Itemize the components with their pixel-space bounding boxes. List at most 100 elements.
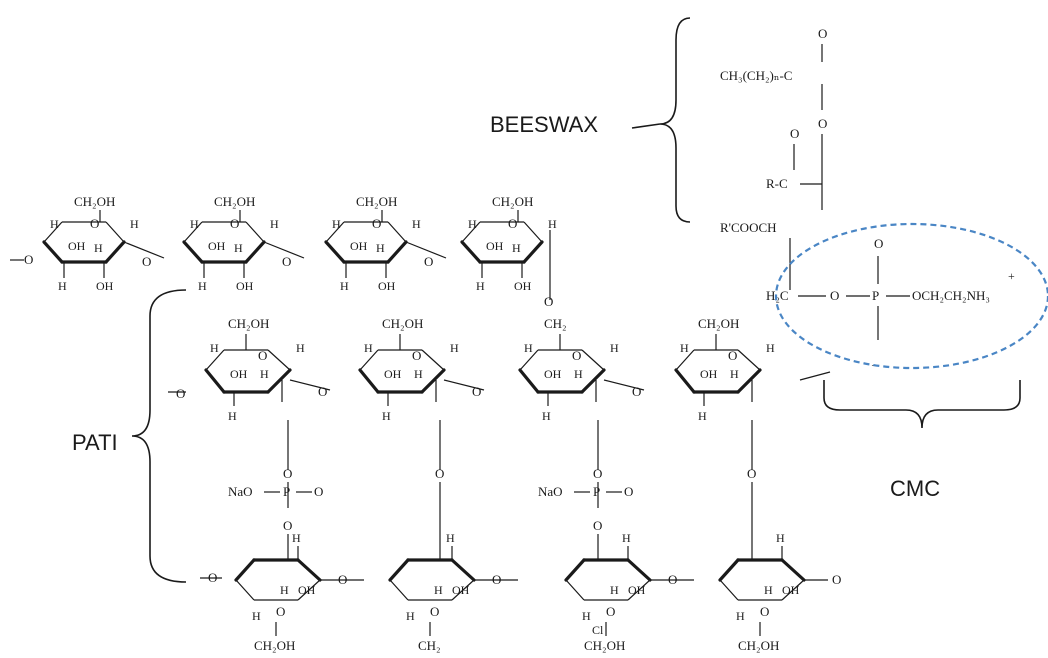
bot-ring-1-h: H bbox=[446, 531, 455, 545]
mid-ring-0-bond bbox=[204, 368, 226, 394]
crosslink-o: O bbox=[747, 466, 756, 481]
beeswax-pointer bbox=[631, 123, 661, 129]
mid-ring-2-bond bbox=[581, 349, 605, 371]
phosphate-p: P bbox=[283, 484, 290, 499]
top-ring-0-ch2oh: CH₂OH bbox=[74, 194, 115, 209]
mid-ring-1-h: H bbox=[414, 367, 423, 381]
pati-brace bbox=[131, 289, 187, 583]
bot-ring-2-bond bbox=[627, 579, 651, 601]
mid-ring-1-bond bbox=[358, 368, 380, 394]
phosphate-o: O bbox=[624, 484, 633, 499]
cmc-label: CMC bbox=[890, 476, 940, 501]
top-ring-0-h: H bbox=[94, 241, 103, 255]
bot-ring-3-h: H bbox=[764, 583, 773, 597]
mid-ring-2-h: H bbox=[524, 341, 533, 355]
cmc-highlight-ellipse bbox=[774, 222, 1048, 370]
acyl-r-c: R-C bbox=[766, 176, 788, 191]
mid-ring-3-oh: OH bbox=[700, 367, 718, 381]
ester-o: O bbox=[818, 26, 827, 41]
top-ring-0-bond bbox=[43, 221, 63, 243]
top-ring-2-bond bbox=[387, 221, 407, 243]
cmc-minus: – bbox=[871, 357, 879, 371]
mid-ring-3-h: H bbox=[766, 341, 775, 355]
mid-ring-0-bond bbox=[267, 349, 291, 371]
mid-ring-3-bond bbox=[674, 368, 696, 394]
mid-ring-3-bond bbox=[675, 349, 695, 371]
top-ring-3-bond bbox=[460, 240, 482, 264]
top-glycosidic-o: O bbox=[424, 254, 433, 269]
mid-ring-3-o: O bbox=[728, 348, 737, 363]
glycosidic-bond bbox=[603, 379, 645, 391]
top-ring-1-bond bbox=[244, 240, 266, 264]
mid-ring-2-bond bbox=[518, 368, 540, 394]
top-ring-3-oh: OH bbox=[486, 239, 504, 253]
cmc-bond bbox=[799, 371, 831, 381]
top-ring-3-h: H bbox=[468, 217, 477, 231]
bot-ring-3-h: H bbox=[736, 609, 745, 623]
crosslink-o: O bbox=[435, 466, 444, 481]
bot-ring-3-bond bbox=[718, 558, 740, 582]
top-ring-1-oh: OH bbox=[236, 279, 254, 293]
bot-ring-3-h: H bbox=[776, 531, 785, 545]
bot-ring-1-bond bbox=[450, 558, 476, 582]
beeswax-brace bbox=[659, 17, 691, 223]
top-ring-1-h: H bbox=[270, 217, 279, 231]
top-ring-0-h: H bbox=[58, 279, 67, 293]
mid-ring-2-o: O bbox=[572, 348, 581, 363]
bottom-glycosidic-o: O bbox=[668, 572, 677, 587]
bot-ring-0-h: H bbox=[280, 583, 289, 597]
top-ring-2-oh: OH bbox=[350, 239, 368, 253]
bot-ring-1-bond bbox=[389, 579, 409, 601]
bot-ring-2-bond bbox=[565, 579, 585, 601]
phosphate-o: O bbox=[314, 484, 323, 499]
bot-ring-0-h: H bbox=[252, 609, 261, 623]
top-ring-1-h: H bbox=[198, 279, 207, 293]
mid-ring-0-ch2oh: CH₂OH bbox=[228, 316, 269, 331]
bottom-end-o: O bbox=[832, 572, 841, 587]
mid-glycosidic-o: O bbox=[318, 384, 327, 399]
mid-ring-2-h: H bbox=[610, 341, 619, 355]
glycosidic-bond bbox=[123, 241, 165, 259]
mid-ring-3-h: H bbox=[698, 409, 707, 423]
bot-ring-3-bond bbox=[719, 579, 739, 601]
top-ring-2-bond bbox=[325, 221, 345, 243]
glycosidic-bond bbox=[405, 241, 447, 259]
top-ring-3-h: H bbox=[548, 217, 557, 231]
bot-ring-3-o: O bbox=[760, 604, 769, 619]
bot-ring-2-h: H bbox=[622, 531, 631, 545]
top-ring-2-bond bbox=[386, 240, 408, 264]
bot-ring-0-bond bbox=[235, 579, 255, 601]
top-ring-2-oh: OH bbox=[378, 279, 396, 293]
top-ring-0-bond bbox=[104, 240, 126, 264]
bottom-chain-o: O bbox=[208, 570, 217, 585]
top-ring-0-oh: OH bbox=[68, 239, 86, 253]
mid-glycosidic-o: O bbox=[632, 384, 641, 399]
phosphate-nao: NaO bbox=[538, 484, 563, 499]
top-ring-2-h: H bbox=[412, 217, 421, 231]
bot-ring-2-bond bbox=[564, 558, 586, 582]
mid-ring-0-h: H bbox=[296, 341, 305, 355]
top-glycosidic-o: O bbox=[282, 254, 291, 269]
top-ring-3-h: H bbox=[476, 279, 485, 293]
cmc-p: P bbox=[872, 288, 879, 303]
bot-ring-2-o: O bbox=[606, 604, 615, 619]
top-ring-3-o: O bbox=[508, 216, 517, 231]
top-ring-1-bond bbox=[182, 240, 204, 264]
mid-ring-1-h: H bbox=[450, 341, 459, 355]
top-ring-2-ch2oh: CH₂OH bbox=[356, 194, 397, 209]
cmc-och2ch2nh3: OCH₂CH₂NH₃ bbox=[912, 288, 990, 303]
mid-ring-1-h: H bbox=[382, 409, 391, 423]
glycosidic-bond bbox=[263, 241, 305, 259]
mid-ring-1-h: H bbox=[364, 341, 373, 355]
phosphate-p: P bbox=[593, 484, 600, 499]
mid-ring-2-ch2: CH₂ bbox=[544, 316, 567, 331]
top-ring-1-ch2oh: CH₂OH bbox=[214, 194, 255, 209]
crosslink-o: O bbox=[283, 466, 292, 481]
mid-ring-0-h: H bbox=[260, 367, 269, 381]
top-ring-0-h: H bbox=[50, 217, 59, 231]
mid-ring-3-h: H bbox=[680, 341, 689, 355]
top-ring-0-o: O bbox=[90, 216, 99, 231]
glycosidic-bond bbox=[443, 379, 485, 391]
bot-ring-3-ch2oh: CH₂OH bbox=[738, 638, 779, 653]
